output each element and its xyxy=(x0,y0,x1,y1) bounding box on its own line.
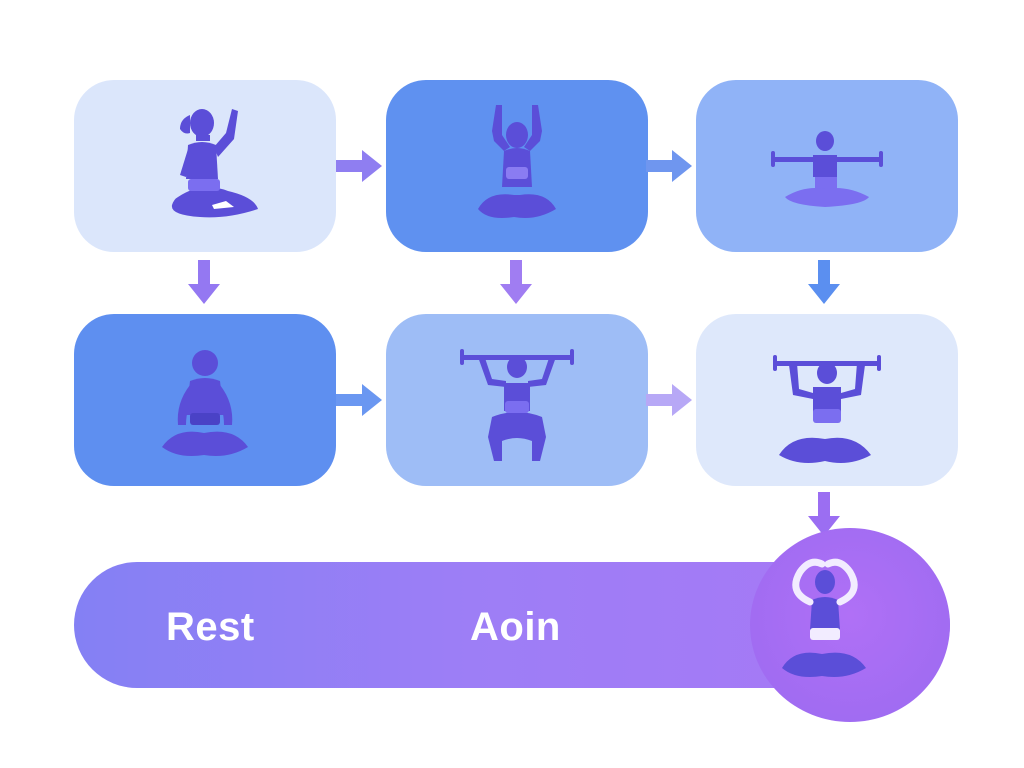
arrow-right-1 xyxy=(336,150,382,182)
seated-arms-overhead-meditation-icon xyxy=(782,558,866,677)
seated-arm-bar-stretch-icon xyxy=(771,131,883,207)
pose-card-6 xyxy=(696,314,958,486)
arrow-right-4 xyxy=(646,384,692,416)
seated-arms-overhead-icon xyxy=(478,105,556,218)
barbell-squat-icon xyxy=(460,349,574,461)
arrow-right-3 xyxy=(336,384,382,416)
arrow-down-4 xyxy=(808,492,840,536)
seated-meditation-icon xyxy=(162,350,248,456)
seated-overhead-press-icon xyxy=(773,355,881,463)
arrow-down-3 xyxy=(808,260,840,304)
arrow-right-2 xyxy=(646,150,692,182)
bar-label-left: Rest xyxy=(166,605,255,649)
pose-card-2 xyxy=(386,80,648,252)
pose-card-1 xyxy=(74,80,336,252)
summary-bar-bubble xyxy=(750,528,950,722)
arrow-down-2 xyxy=(500,260,532,304)
arrow-down-1 xyxy=(188,260,220,304)
pose-card-3 xyxy=(696,80,958,252)
pose-card-4 xyxy=(74,314,336,486)
bar-label-right: Aoin xyxy=(470,605,561,649)
pose-card-5 xyxy=(386,314,648,486)
seated-meditation-one-arm-raised-icon xyxy=(171,109,258,218)
